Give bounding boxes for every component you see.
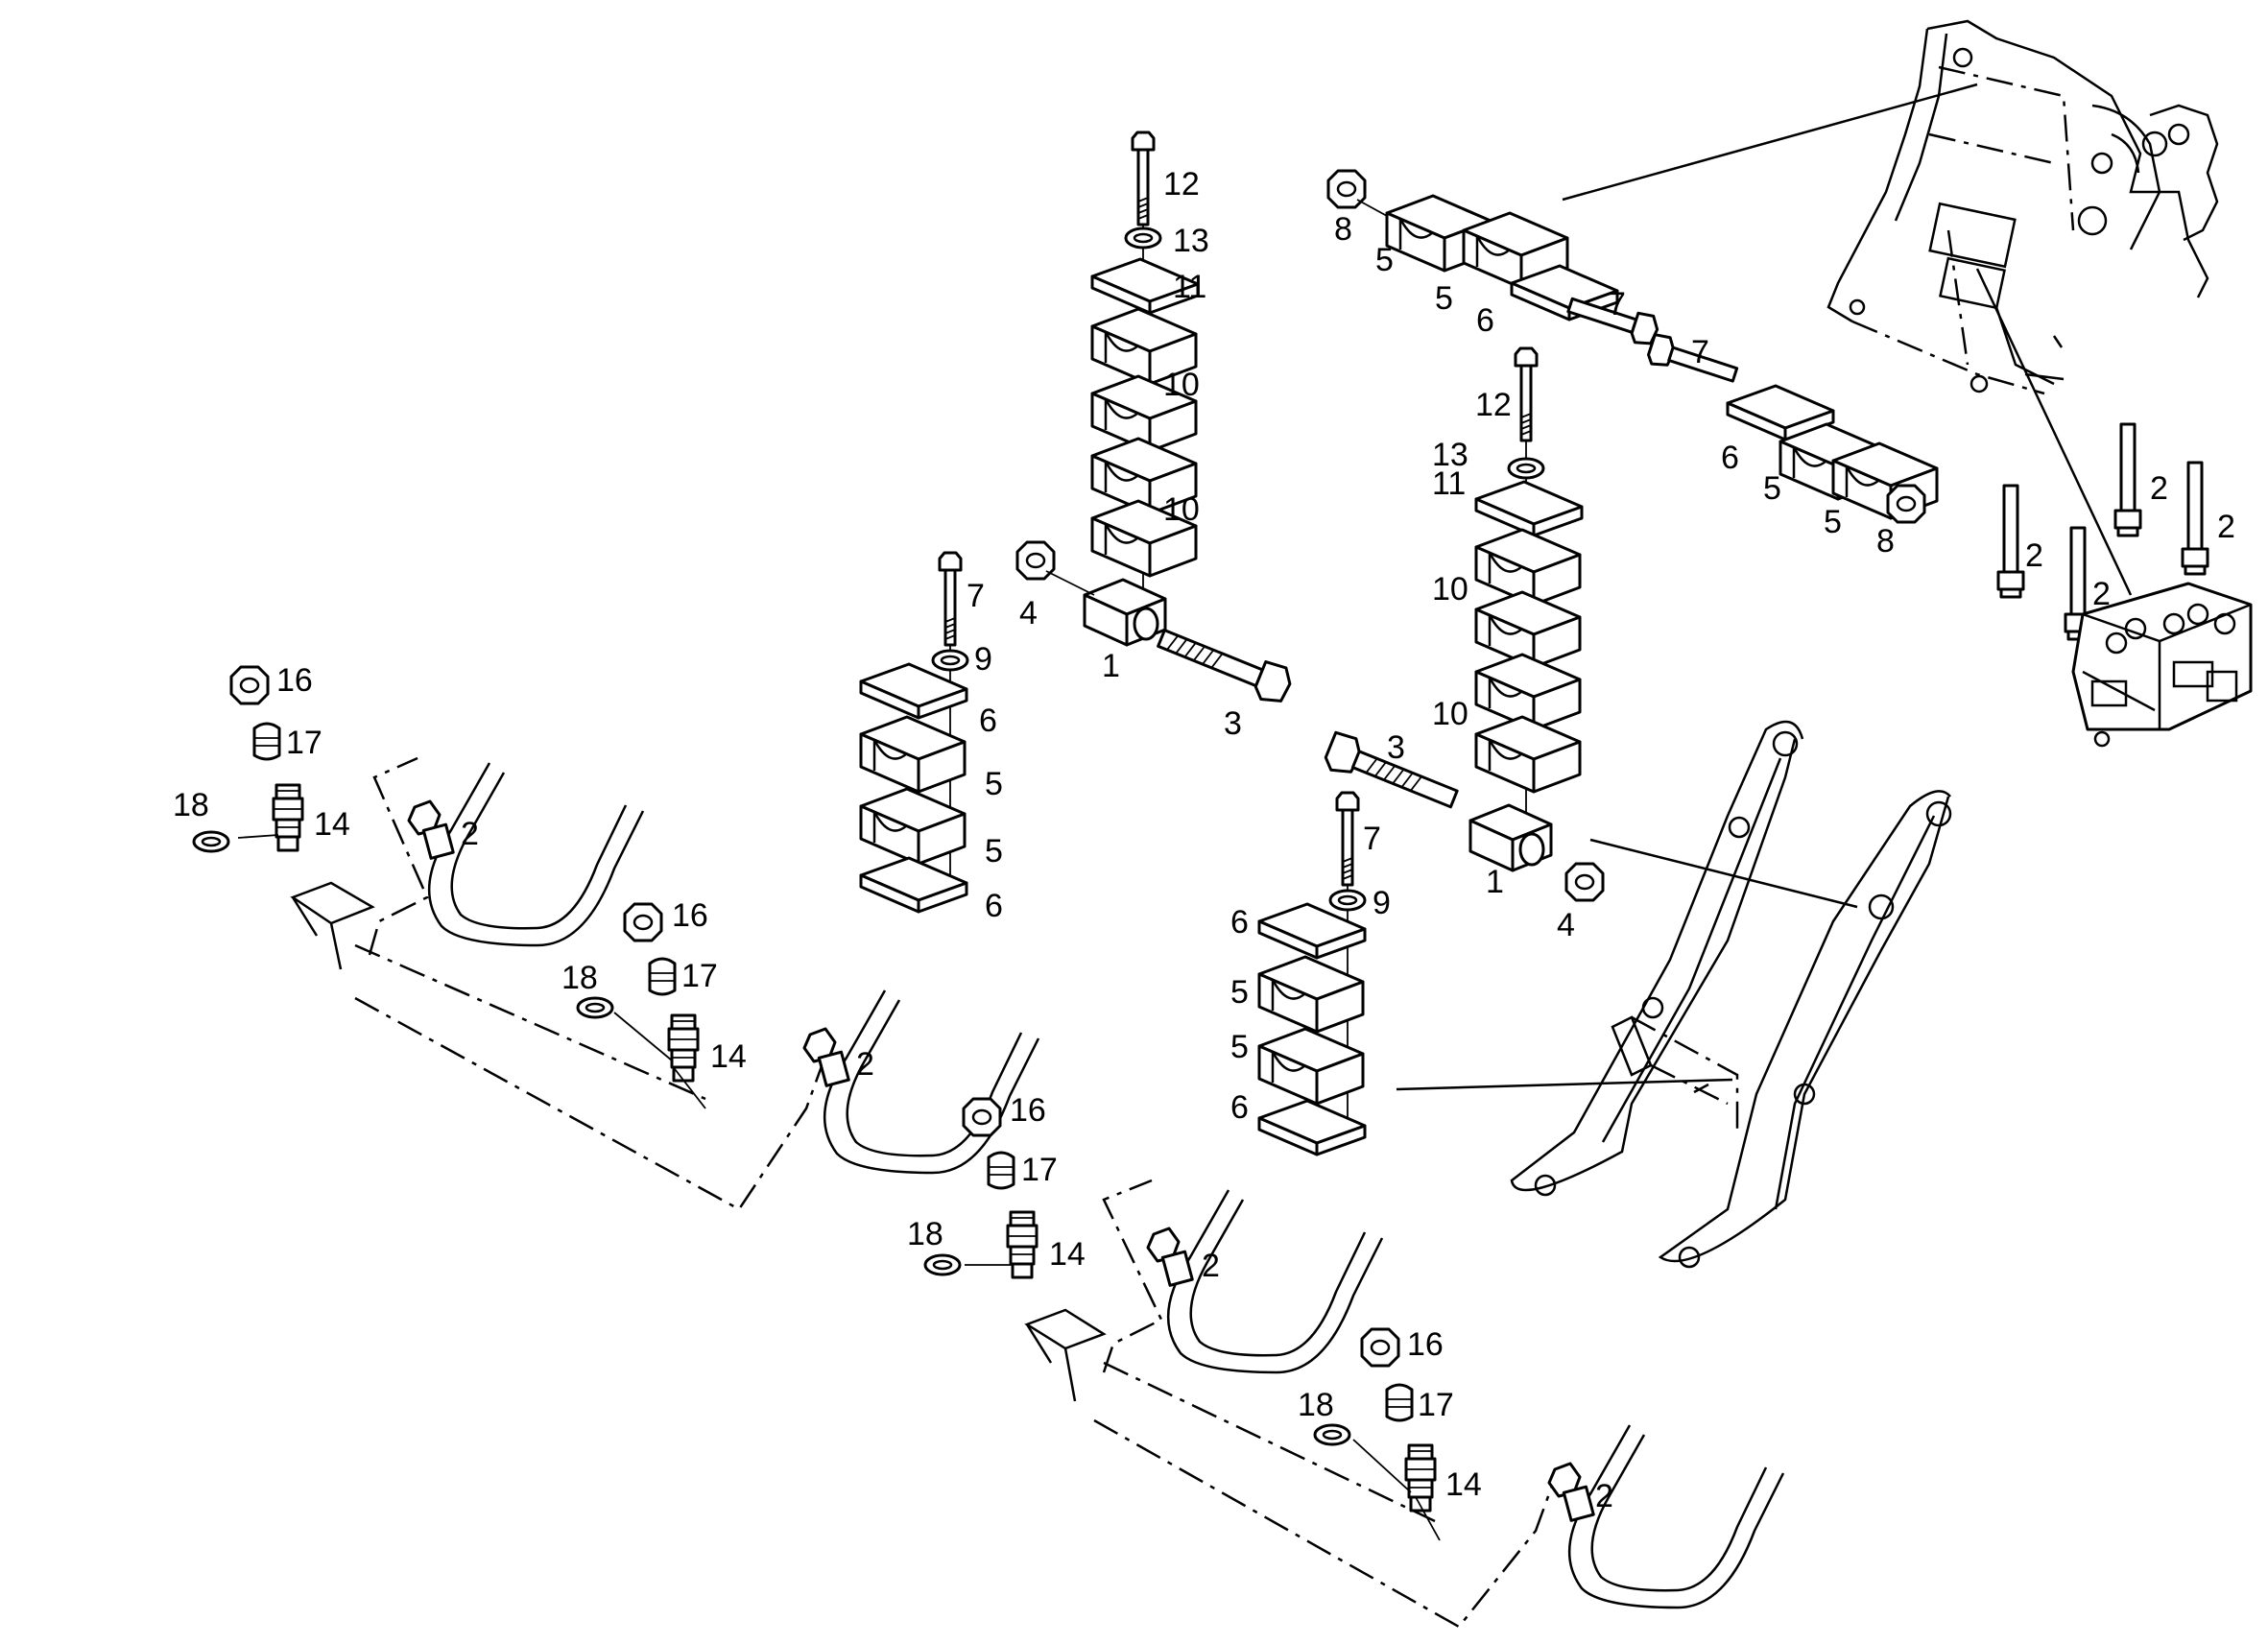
callout-6: 6 [1721,440,1739,476]
callout-2: 2 [856,1046,874,1083]
loader-arms-illustration [1510,720,1952,1269]
callout-12: 12 [1475,387,1512,423]
left-upper-clamp-stack [1015,131,1292,703]
callout-14: 14 [1445,1466,1482,1503]
callout-10: 10 [1163,491,1200,528]
callout-17: 17 [286,725,322,761]
callout-2: 2 [2150,470,2168,507]
callout-2: 2 [461,816,479,852]
top-clamp-assembly [1326,83,1978,524]
callout-10: 10 [1432,696,1468,732]
callout-7: 7 [1691,334,1709,370]
callout-1: 1 [1486,864,1504,900]
callout-12: 12 [1163,166,1200,203]
callout-6: 6 [1476,302,1494,339]
callout-5: 5 [1763,470,1781,507]
callout-4: 4 [1019,595,1038,631]
loader-frame-illustration [1826,19,2219,596]
callout-5: 5 [985,766,1003,802]
callout-5: 5 [1824,504,1842,540]
callout-5: 5 [1375,242,1394,278]
callout-18: 18 [907,1216,943,1252]
callout-17: 17 [681,958,718,994]
left-lower-clamp-stack [859,551,969,914]
callout-8: 8 [1334,211,1352,248]
callout-7: 7 [967,578,985,614]
callout-9: 9 [1373,885,1391,921]
callout-6: 6 [979,703,997,739]
right-upper-clamp-stack [1324,346,1605,902]
callout-6: 6 [985,888,1003,924]
callout-3: 3 [1387,729,1405,766]
callout-14: 14 [1049,1236,1086,1273]
callout-18: 18 [173,787,209,823]
callout-7: 7 [1608,286,1626,322]
callout-1: 1 [1102,648,1120,684]
callout-5: 5 [1230,974,1249,1011]
callout-9: 9 [974,641,992,678]
callout-16: 16 [1010,1092,1046,1129]
callout-18: 18 [561,960,598,996]
hose-assembly-d [1313,1327,1785,1609]
callout-17: 17 [1418,1387,1454,1423]
right-lower-clamp-stack [1257,791,1733,1156]
callout-18: 18 [1298,1387,1334,1423]
control-valve-illustration [1996,422,2253,748]
callout-16: 16 [276,662,313,699]
callout-3: 3 [1224,705,1242,742]
callout-2: 2 [1595,1478,1613,1514]
callout-labels: 1 1 2 2 2 2 2 2 2 2 3 3 4 4 5 5 5 5 5 5 … [173,166,2235,1514]
callout-5: 5 [1435,280,1453,317]
callout-10: 10 [1163,367,1200,403]
hose-assembly-a [192,665,827,1211]
callout-13: 13 [1173,223,1209,259]
callout-8: 8 [1876,523,1895,560]
callout-2: 2 [2217,509,2235,545]
callout-5: 5 [985,833,1003,870]
callout-6: 6 [1230,904,1249,941]
callout-7: 7 [1363,821,1381,857]
hose-assembly-b [576,902,1040,1175]
callout-10: 10 [1432,571,1468,608]
callout-16: 16 [1407,1326,1444,1363]
callout-11: 11 [1173,269,1206,305]
callout-11: 11 [1432,465,1466,502]
callout-14: 14 [314,806,350,843]
callout-5: 5 [1230,1029,1249,1065]
callout-16: 16 [672,897,708,934]
callout-2: 2 [2092,576,2111,612]
hose-assembly-c [923,1097,1557,1629]
callout-13: 13 [1432,437,1468,473]
callout-14: 14 [710,1038,747,1075]
callout-4: 4 [1557,907,1575,943]
callout-2: 2 [2025,537,2043,574]
callout-17: 17 [1021,1152,1058,1188]
callout-2: 2 [1202,1248,1220,1284]
callout-6: 6 [1230,1089,1249,1126]
